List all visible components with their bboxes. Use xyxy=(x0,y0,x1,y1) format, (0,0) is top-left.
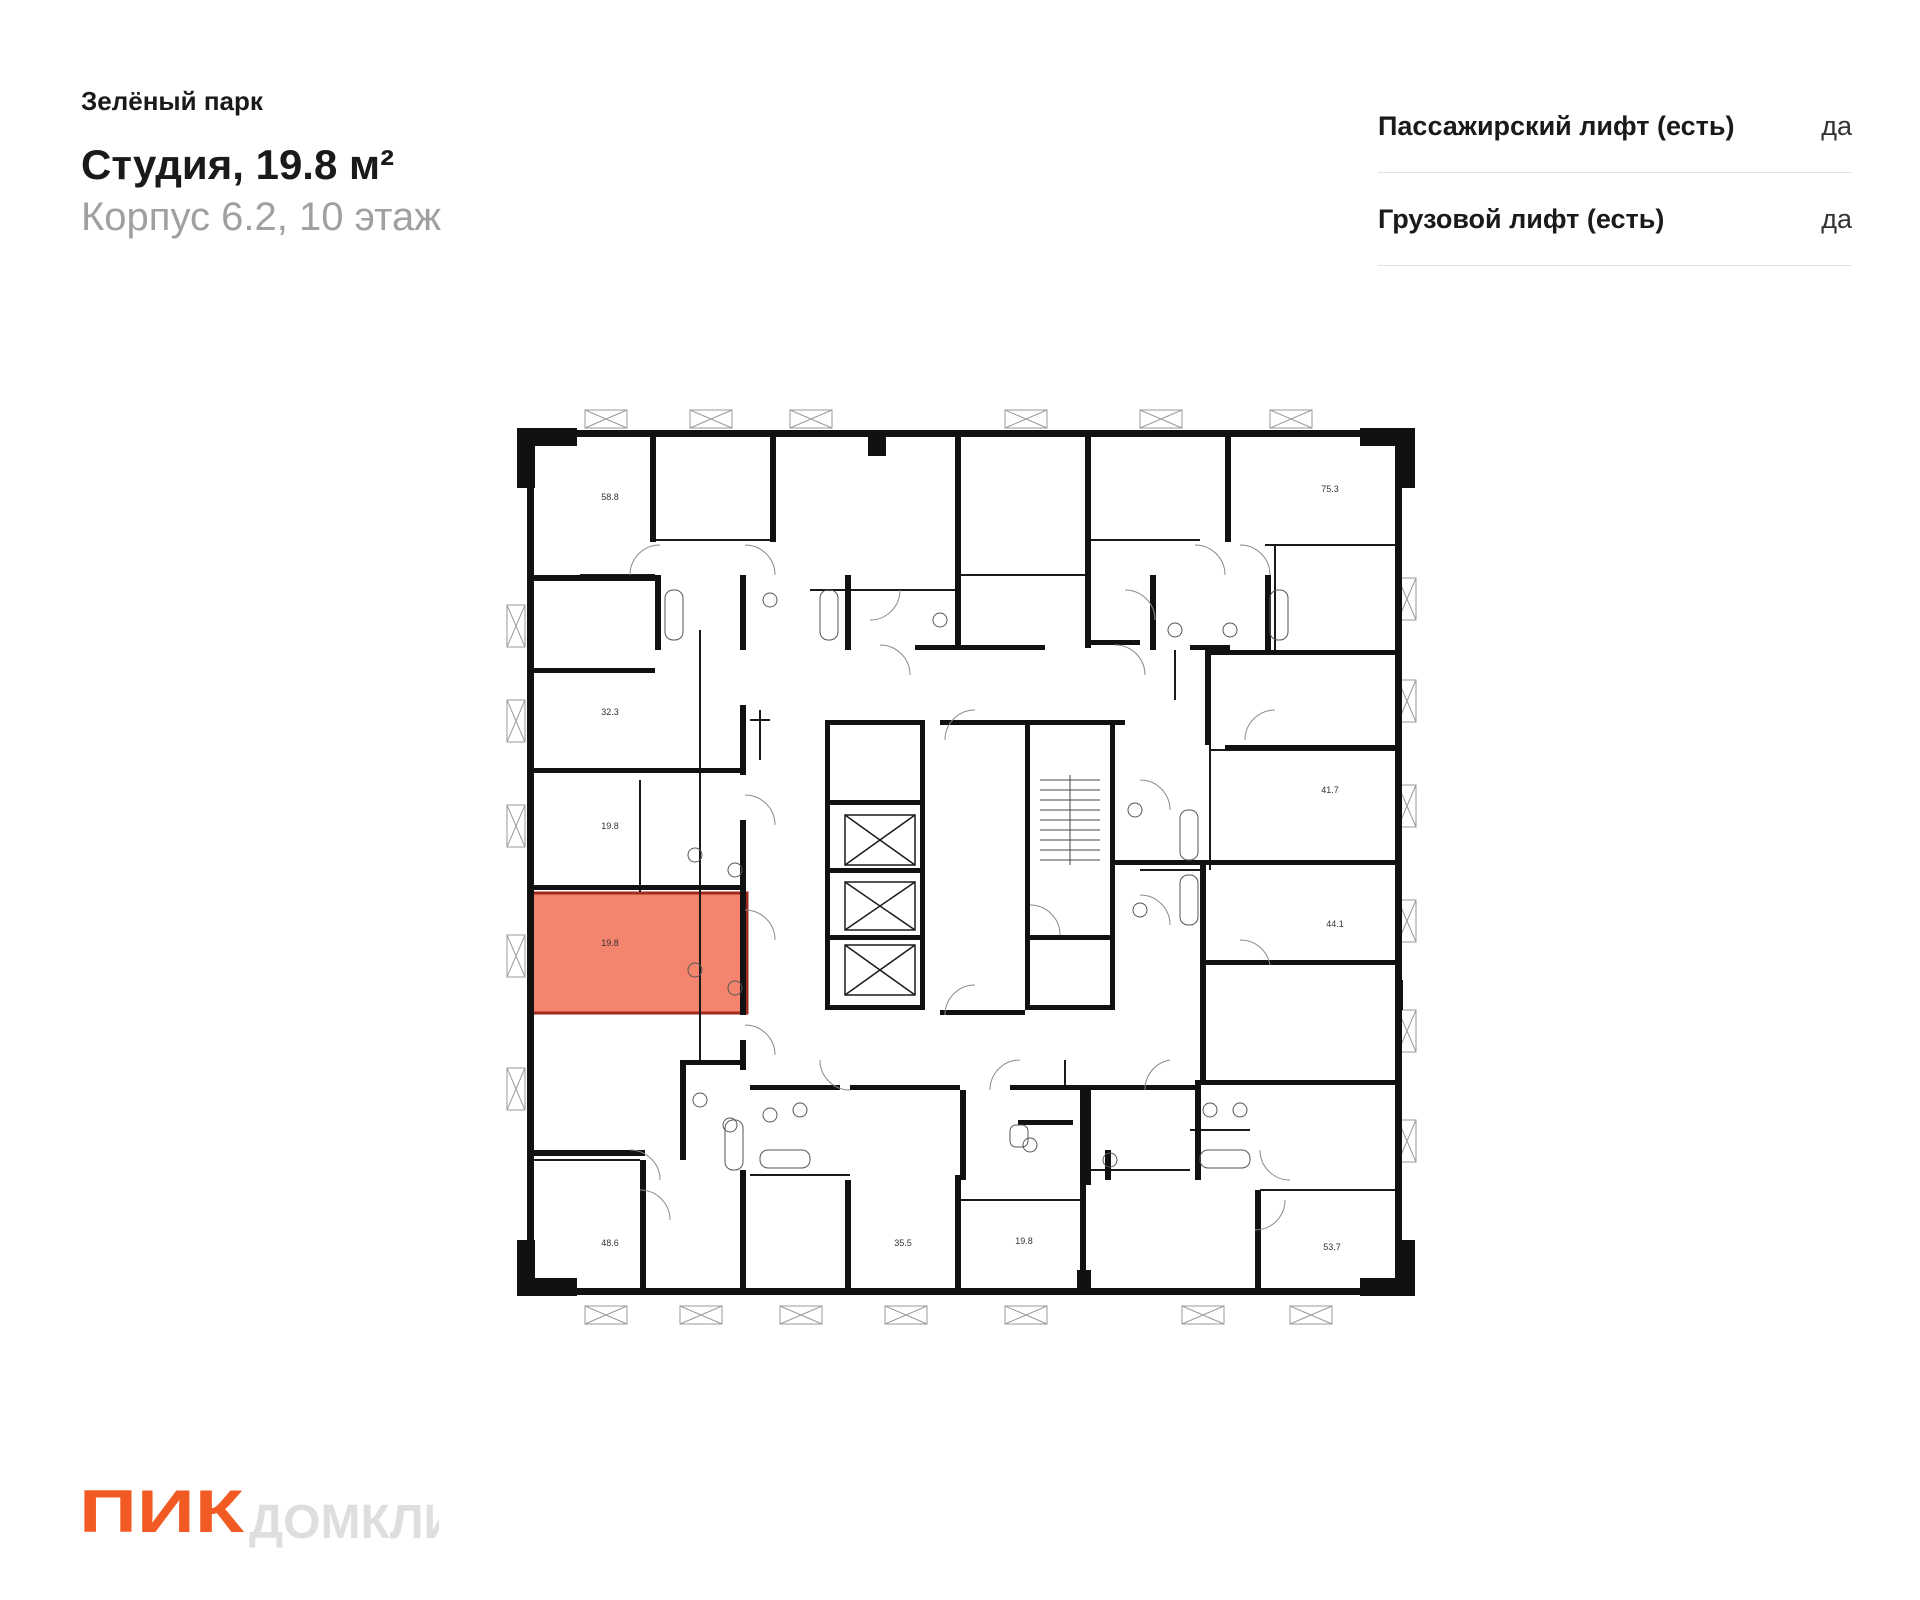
property-label: Грузовой лифт (есть) xyxy=(1378,203,1665,234)
apartment-area-label: 58.8 xyxy=(601,492,619,502)
property-label: Пассажирский лифт (есть) xyxy=(1378,110,1735,141)
staircase xyxy=(1040,775,1100,865)
apartment-area-label: 35.5 xyxy=(894,1238,912,1248)
apartment-area-label: 19.8 xyxy=(1015,1236,1033,1246)
apartment-area-label: 53.7 xyxy=(1323,1242,1341,1252)
page-title: Студия, 19.8 м² xyxy=(81,141,395,188)
building-floor-subtitle: Корпус 6.2, 10 этаж xyxy=(81,195,441,239)
complex-name: Зелёный парк xyxy=(81,86,263,116)
property-row-passenger-lift: Пассажирский лифт (есть) да xyxy=(1378,80,1852,173)
properties-list: Пассажирский лифт (есть) да Грузовой лиф… xyxy=(1378,80,1852,266)
apartment-area-label: 32.3 xyxy=(601,707,619,717)
apartment-area-label: 48.6 xyxy=(601,1238,619,1248)
property-value: да xyxy=(1821,110,1852,141)
property-value: да xyxy=(1821,203,1852,234)
watermark-text: ДОМКЛИК xyxy=(249,1496,439,1549)
apartment-area-label: 41.7 xyxy=(1321,785,1339,795)
apartment-area-label: 19.8 xyxy=(601,821,619,831)
highlighted-apartment[interactable] xyxy=(527,891,749,1015)
apartment-area-label: 19.8 xyxy=(601,938,619,948)
thick-walls xyxy=(517,428,1415,1296)
logo-text: ПИК xyxy=(79,1480,245,1545)
bathroom-fixtures xyxy=(664,589,1289,1171)
property-row-freight-lift: Грузовой лифт (есть) да xyxy=(1378,173,1852,266)
pik-logo: ДОМКЛИК ПИК xyxy=(79,1480,439,1549)
apartment-area-label: 44.1 xyxy=(1326,919,1344,929)
elevators xyxy=(844,814,916,996)
doors xyxy=(629,544,1291,1231)
apartment-area-label: 75.3 xyxy=(1321,484,1339,494)
